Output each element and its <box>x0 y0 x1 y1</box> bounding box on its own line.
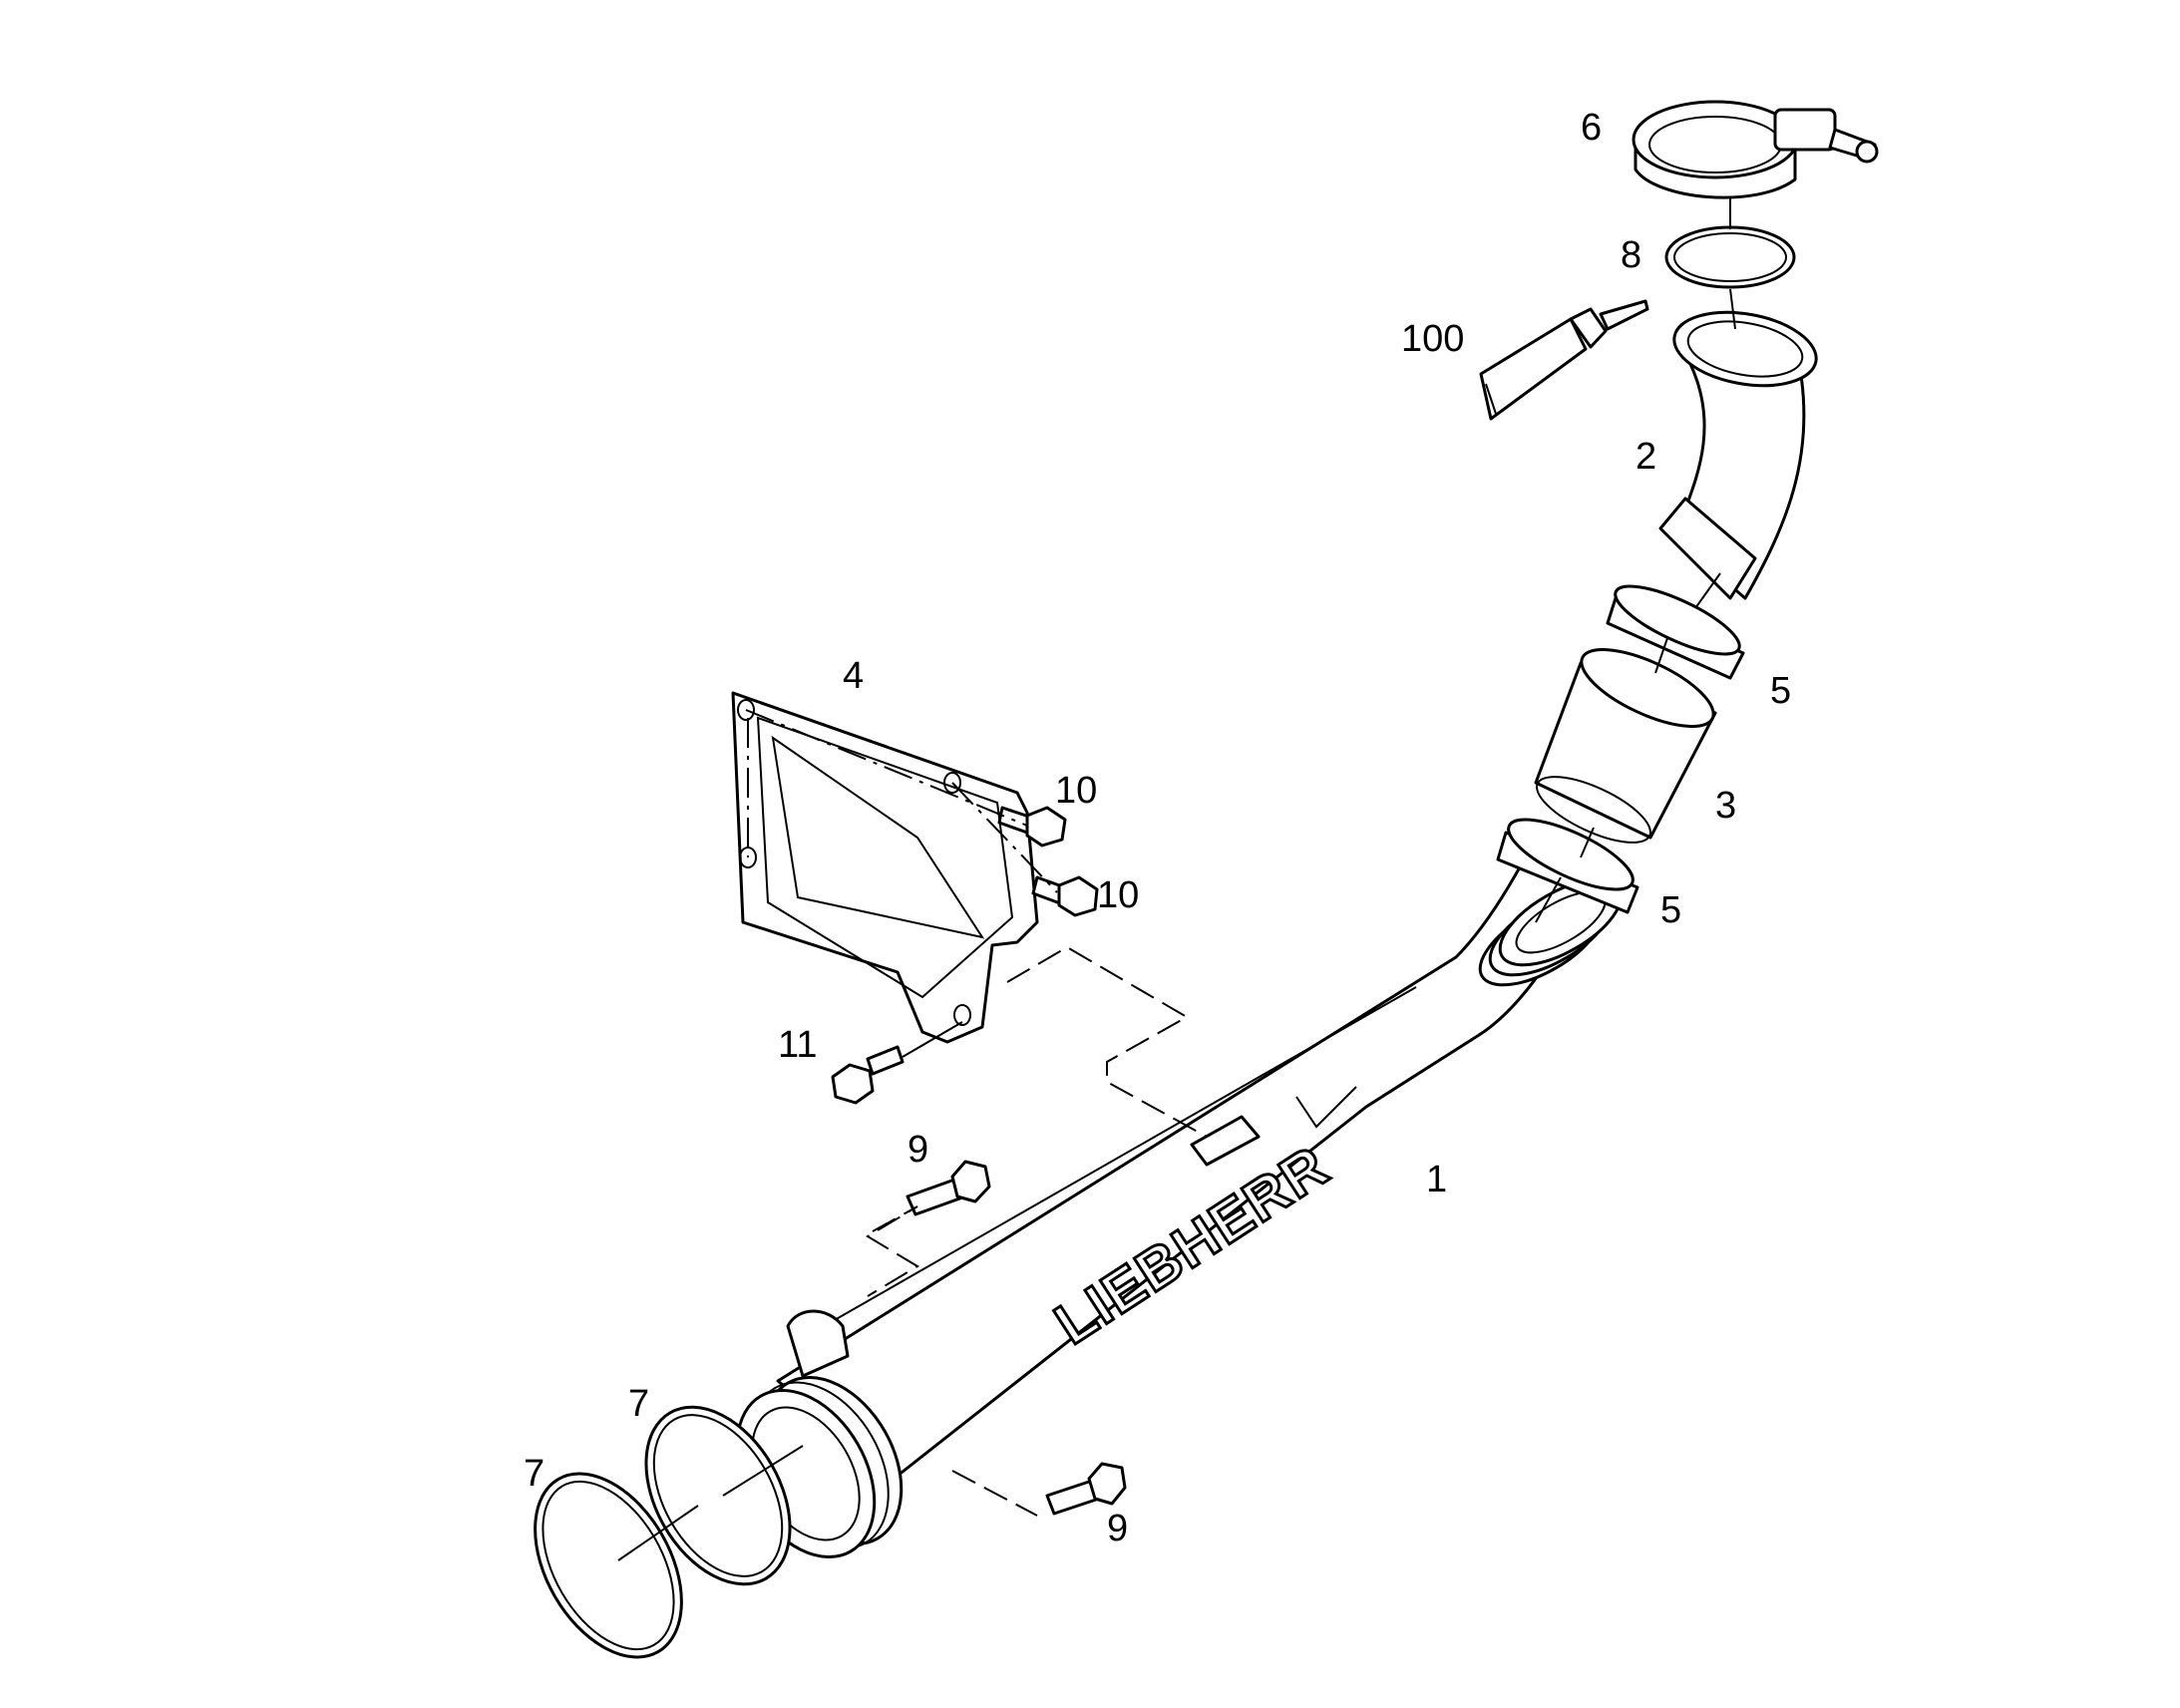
part-100-sealant-tube <box>1479 299 1649 421</box>
label-part-9-upper: 9 <box>908 1129 928 1171</box>
part-3-sleeve <box>1534 648 1717 844</box>
part-11-bolt <box>831 1045 905 1105</box>
label-part-10-lower: 10 <box>1097 874 1139 916</box>
part-8-oring <box>1664 225 1796 289</box>
part-9-bolt-upper <box>906 1160 991 1216</box>
label-part-4: 4 <box>843 655 864 697</box>
part-6-clamp <box>1632 100 1879 199</box>
label-part-3: 3 <box>1715 785 1736 827</box>
label-part-6: 6 <box>1581 107 1602 149</box>
part-10-bolt-upper <box>997 806 1067 848</box>
part-9-bolt-lower <box>1045 1462 1127 1516</box>
label-part-7-lower: 7 <box>524 1453 545 1495</box>
label-part-100: 100 <box>1401 318 1464 360</box>
callout-labels: 1 2 3 4 5 5 6 7 7 8 9 9 10 10 11 100 <box>524 107 1791 1549</box>
part-5-ring-upper <box>1606 584 1745 680</box>
assembly-lines <box>617 197 1736 1561</box>
part-4-bracket <box>731 691 1039 1044</box>
label-part-7-upper: 7 <box>628 1383 649 1425</box>
label-part-5-upper: 5 <box>1770 670 1791 712</box>
label-part-11: 11 <box>778 1024 817 1066</box>
label-part-5-lower: 5 <box>1660 889 1681 931</box>
part-2-elbow <box>1658 310 1818 600</box>
part-10-bolt-lower <box>1031 875 1099 917</box>
part-7-oring-outer <box>534 1472 683 1659</box>
label-part-1: 1 <box>1426 1159 1447 1200</box>
label-part-10-upper: 10 <box>1055 770 1097 812</box>
label-part-9-lower: 9 <box>1107 1508 1128 1549</box>
label-part-8: 8 <box>1621 234 1641 276</box>
part-5-ring-lower <box>1496 818 1639 914</box>
label-part-2: 2 <box>1635 436 1656 478</box>
